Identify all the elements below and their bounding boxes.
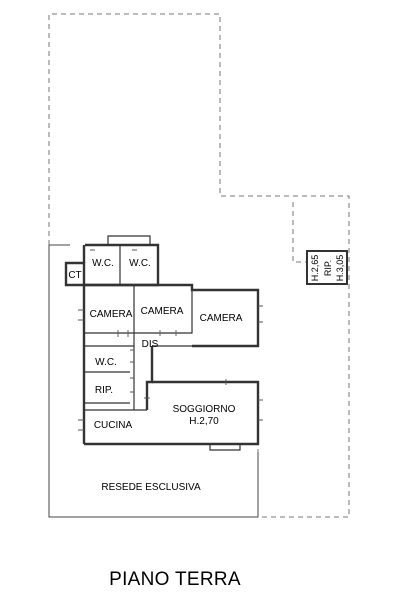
- room-camera-right: CAMERA: [200, 313, 243, 324]
- room-dis: DIS: [142, 339, 159, 350]
- plan-title: PIANO TERRA: [109, 569, 241, 590]
- room-camera-left: CAMERA: [90, 309, 133, 320]
- room-wc-lower: W.C.: [95, 357, 117, 368]
- room-wc-right: W.C.: [129, 258, 151, 269]
- room-wc-left: W.C.: [92, 258, 114, 269]
- annex-room: [306, 250, 348, 285]
- resede-boundary: [48, 244, 259, 518]
- room-rip: RIP.: [95, 385, 113, 396]
- area-resede: RESEDE ESCLUSIVA: [101, 482, 201, 493]
- annex-boundary: [292, 202, 307, 263]
- annex-height-left: H.2,65: [310, 255, 320, 282]
- room-ct: CT: [68, 270, 81, 281]
- annex-height-right: H.3,05: [335, 255, 345, 282]
- annex-label: RIP.: [323, 260, 333, 276]
- door-marks: [78, 249, 263, 431]
- room-camera-middle: CAMERA: [141, 306, 184, 317]
- building-walls: [64, 235, 260, 451]
- room-soggiorno: SOGGIORNO: [173, 404, 236, 415]
- room-cucina: CUCINA: [94, 420, 133, 431]
- room-soggiorno-height: H.2,70: [189, 416, 219, 427]
